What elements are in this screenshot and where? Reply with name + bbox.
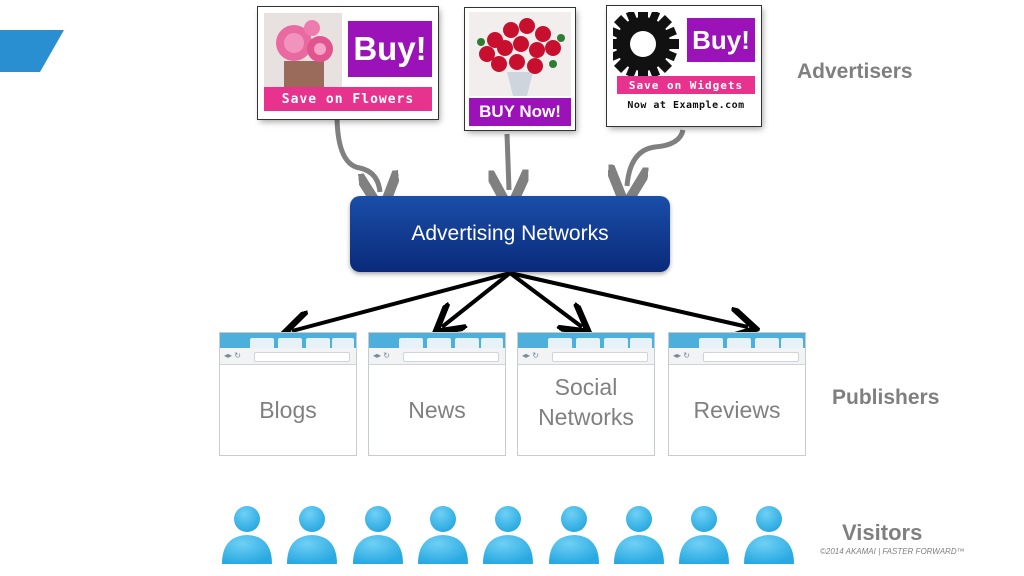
ad-flowers-buy: Buy! bbox=[348, 21, 432, 77]
person-icon bbox=[221, 504, 273, 566]
browser-window-blogs: ◂▸ ↻ Blogs bbox=[219, 332, 357, 456]
flower-icon bbox=[264, 13, 342, 91]
arrow-network-to-blogs bbox=[292, 271, 511, 331]
copyright-footer: ©2014 AKAMAI | FASTER FORWARD™ bbox=[820, 547, 965, 556]
person-icon bbox=[482, 504, 534, 566]
ad-flowers-strip: Save on Flowers bbox=[264, 87, 432, 111]
browser-url-bar: ◂▸ ↻ bbox=[369, 348, 505, 365]
visitors-label: Visitors bbox=[842, 520, 923, 545]
ad-roses-buy: BUY Now! bbox=[469, 98, 571, 126]
browser-window-news: ◂▸ ↻ News bbox=[368, 332, 506, 456]
browser-url-bar: ◂▸ ↻ bbox=[518, 348, 654, 365]
browser-nav-icon: ◂▸ ↻ bbox=[522, 351, 539, 360]
arrow-ad3-to-network bbox=[627, 129, 686, 186]
publishers-label: Publishers bbox=[832, 386, 940, 409]
advertising-networks-label: Advertising Networks bbox=[411, 222, 609, 245]
arrow-ad2-to-network bbox=[507, 133, 509, 190]
person-icon bbox=[417, 504, 469, 566]
person-icon bbox=[743, 504, 795, 566]
arrow-network-to-social bbox=[508, 271, 582, 327]
arrow-ad1-to-network bbox=[334, 117, 380, 192]
arrow-network-to-news bbox=[442, 271, 512, 327]
person-icon bbox=[678, 504, 730, 566]
person-icon bbox=[286, 504, 338, 566]
publisher-news: News bbox=[408, 397, 466, 423]
ad-widgets-buy: Buy! bbox=[687, 18, 755, 62]
ad-widgets-strip: Save on Widgets bbox=[617, 76, 755, 94]
person-icon bbox=[548, 504, 600, 566]
rose-bouquet-icon bbox=[469, 12, 571, 96]
browser-window-social: ◂▸ ↻ Social Networks bbox=[517, 332, 655, 456]
browser-tabbar bbox=[518, 333, 654, 348]
browser-nav-icon: ◂▸ ↻ bbox=[673, 351, 690, 360]
ad-widgets: Buy! Save on Widgets Now at Example.com bbox=[607, 6, 761, 126]
publisher-reviews: Reviews bbox=[693, 397, 781, 423]
browser-window-reviews: ◂▸ ↻ Reviews bbox=[668, 332, 806, 456]
browser-tabbar bbox=[220, 333, 356, 348]
ad-roses: BUY Now! bbox=[465, 8, 575, 130]
gear-icon bbox=[613, 12, 679, 80]
person-icon bbox=[352, 504, 404, 566]
publisher-blogs: Blogs bbox=[259, 397, 317, 423]
advertising-networks-box: Advertising Networks bbox=[350, 196, 670, 272]
publisher-social-networks: Social Networks bbox=[538, 374, 634, 430]
arrow-network-to-reviews bbox=[509, 271, 748, 327]
corner-accent bbox=[0, 30, 64, 72]
person-icon bbox=[613, 504, 665, 566]
ad-flowers: Buy! Save on Flowers bbox=[258, 7, 438, 119]
ad-widgets-sub: Now at Example.com bbox=[627, 100, 745, 111]
browser-nav-icon: ◂▸ ↻ bbox=[373, 351, 390, 360]
browser-tabbar bbox=[669, 333, 805, 348]
browser-url-bar: ◂▸ ↻ bbox=[669, 348, 805, 365]
advertisers-label: Advertisers bbox=[797, 60, 913, 83]
browser-url-bar: ◂▸ ↻ bbox=[220, 348, 356, 365]
browser-tabbar bbox=[369, 333, 505, 348]
browser-nav-icon: ◂▸ ↻ bbox=[224, 351, 241, 360]
